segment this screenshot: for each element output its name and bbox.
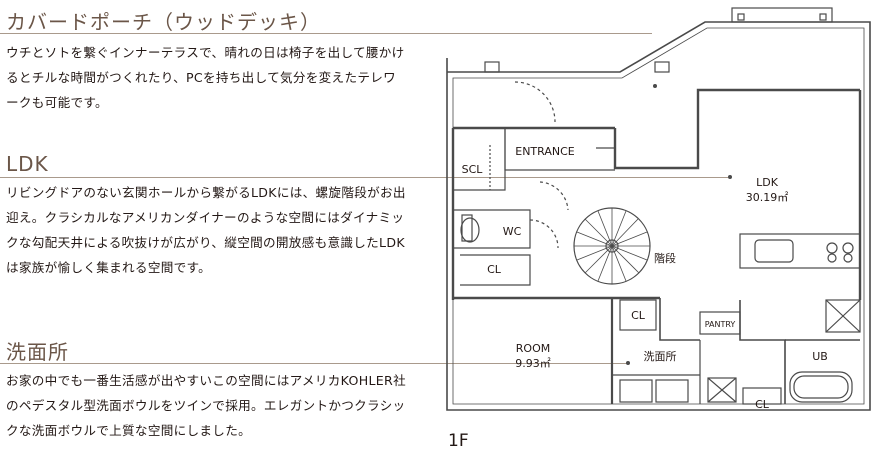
section-body-ldk: リビングドアのない玄関ホールから繋がるLDKには、螺旋階段がお出迎え。クラシカル…: [6, 185, 406, 275]
floor-plan: ENTRANCE SCL WC CL LDK 30.19㎡ 階段 CL PANT…: [446, 7, 871, 411]
section-title-washroom: 洗面所: [6, 340, 69, 364]
room-label-scl: SCL: [462, 163, 484, 176]
room-label-room: ROOM: [516, 342, 550, 355]
room-label-cl-bottom: CL: [755, 398, 770, 411]
section-body-washroom: お家の中でも一番生活感が出やすいこの空間にはアメリカKOHLER社のペデスタル型…: [6, 373, 406, 438]
floor-label: 1F: [448, 431, 469, 451]
room-label-ldk: LDK: [756, 176, 779, 189]
room-label-washroom: 洗面所: [644, 350, 677, 363]
section-body-porch: ウチとソトを繋ぐインナーテラスで、晴れの日は椅子を出して腰かけるとチルな時間がつ…: [6, 45, 405, 110]
leader-line-ldk: [0, 177, 728, 178]
room-label-entrance: ENTRANCE: [515, 145, 575, 158]
section-title-ldk: LDK: [6, 152, 49, 176]
room-label-stairs: 階段: [654, 251, 676, 265]
room-label-pantry: PANTRY: [705, 320, 736, 329]
leader-line-washroom: [0, 363, 628, 364]
room-label-wc: WC: [503, 225, 522, 238]
leader-line-porch: [0, 33, 652, 34]
room-label-ldk-area: 30.19㎡: [746, 191, 789, 204]
room-label-ub: UB: [812, 350, 828, 363]
room-label-cl-left: CL: [487, 263, 502, 276]
section-title-porch: カバードポーチ（ウッドデッキ）: [6, 10, 321, 34]
room-label-cl-mid: CL: [631, 309, 646, 322]
room-label-room-area: 9.93㎡: [515, 357, 551, 370]
